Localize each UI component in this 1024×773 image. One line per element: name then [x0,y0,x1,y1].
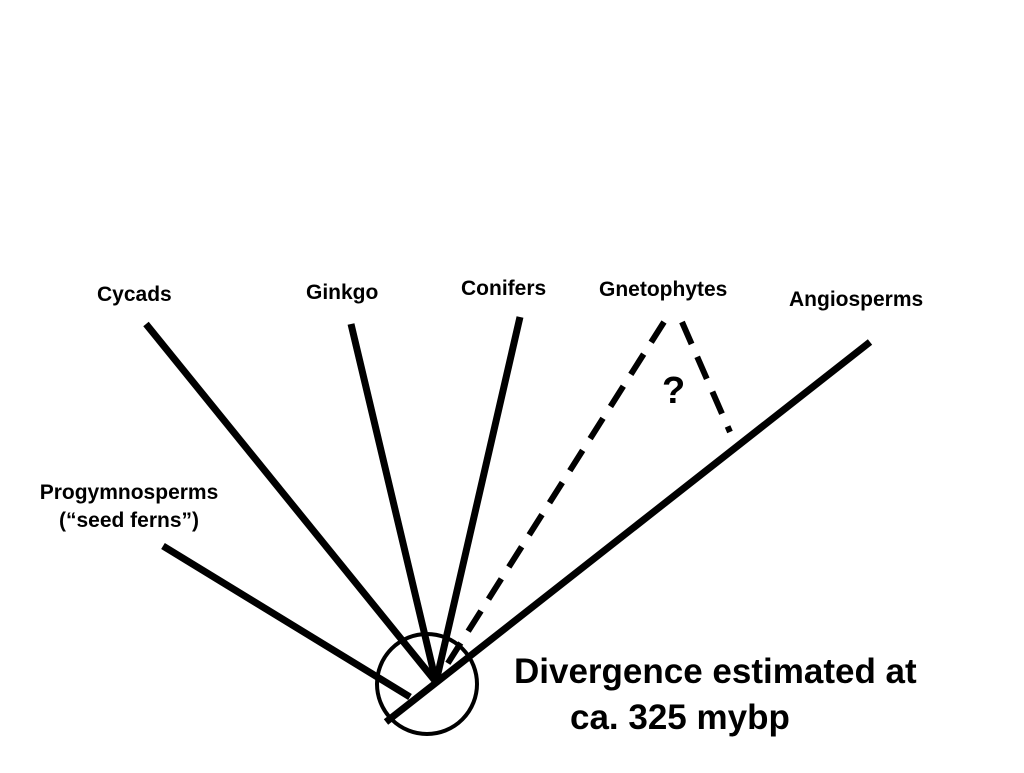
divergence-note: Divergence estimated at ca. 325 mybp [514,649,917,741]
label-progymnosperms-name: Progymnosperms [39,481,219,504]
gnetophytes-dashed-branch-b [679,320,733,434]
label-ginkgo: Ginkgo [306,281,379,304]
gnetophytes-dashed-branch-a [433,320,667,684]
divergence-note-line2: ca. 325 mybp [570,698,790,737]
label-progymnosperms-alias: (“seed ferns”) [58,509,200,532]
label-gnetophytes: Gnetophytes [599,278,728,301]
progymnosperms-branch [161,543,412,700]
label-cycads: Cycads [97,283,172,306]
label-conifers: Conifers [461,277,547,300]
cycads-branch [143,321,439,685]
divergence-note-line1: Divergence estimated at [514,652,917,691]
label-angiosperms: Angiosperms [789,288,924,311]
conifers-branch [432,316,524,683]
label-progymnosperms: Progymnosperms (“seed ferns”) [18,479,240,535]
angiosperms-branch [383,339,873,725]
ginkgo-branch [347,323,440,683]
uncertainty-question-mark: ? [662,370,686,412]
